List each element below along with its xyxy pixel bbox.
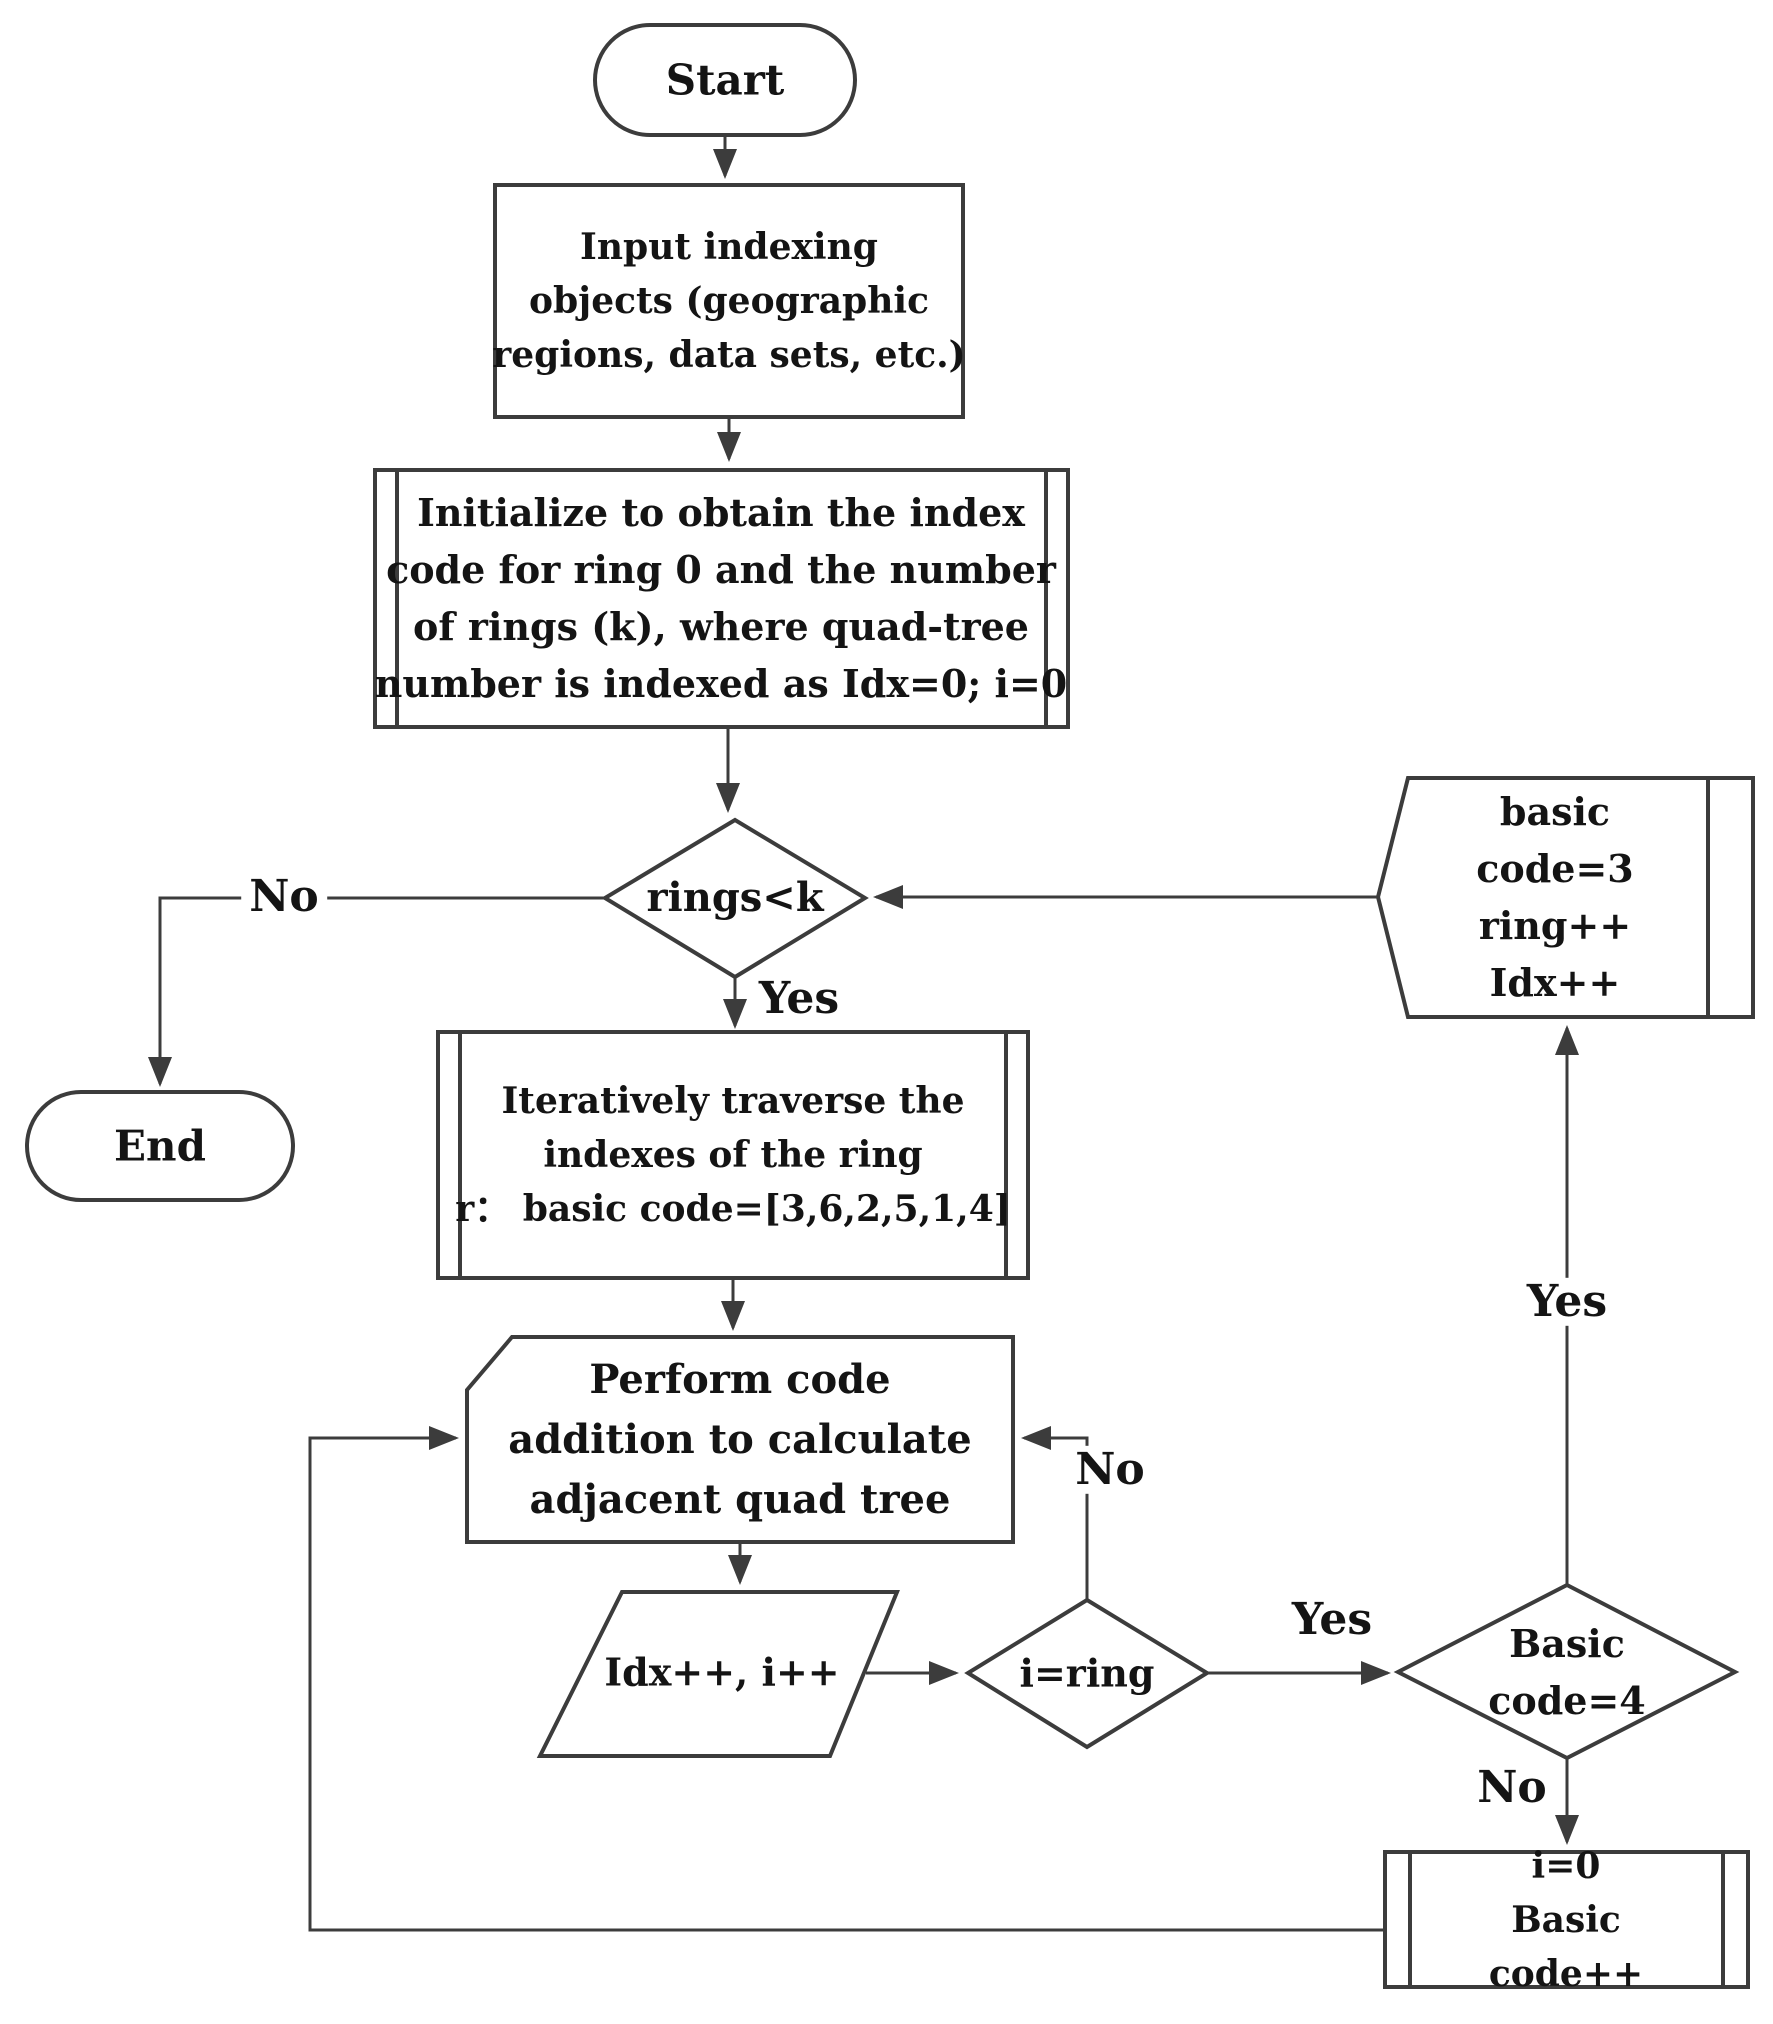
node-reset-i-label: i=0 Basic code++ [1488,1845,1644,1995]
node-reset-i-shape [1383,1850,1750,1989]
edge-label-ring-no: No [1067,1445,1153,1495]
edge-label-basic-no: No [1469,1763,1555,1813]
node-code-addition-shape [465,1335,1015,1544]
node-next-ring-shape [1375,776,1755,1019]
edge-label-ring-yes: Yes [1283,1595,1381,1645]
edge-rings-no-to-end [148,896,605,1087]
node-rings-check-label: rings<k [646,874,824,921]
node-next-ring-label: basic code=3 ring++ Idx++ [1476,789,1634,1005]
node-input-objects-shape [493,183,965,419]
node-end-shape [25,1090,295,1202]
node-iterate-ring-label: Iteratively traverse the indexes of the … [455,1080,1011,1230]
node-start-label: Start [665,55,785,105]
node-code-addition-label: Perform code addition to calculate adjac… [508,1356,972,1523]
node-rings-check-shape [601,817,869,980]
edge-ring-no-to-code-addition [1021,1426,1089,1600]
node-initialize-label: Initialize to obtain the index code for … [374,490,1068,706]
node-start-shape [593,23,857,137]
edge-reset-loop-to-code-addition [308,1426,1385,1932]
edge-label-rings-yes: Yes [750,974,848,1024]
node-ring-check-label: i=ring [1019,1650,1155,1696]
node-basic-code-check-shape [1393,1582,1740,1761]
node-increment-label: Idx++, i++ [604,1649,840,1695]
node-iterate-ring-shape [436,1030,1030,1280]
edge-label-rings-no: No [241,872,327,922]
edge-label-basic-yes: Yes [1518,1277,1616,1327]
node-input-objects-label: Input indexing objects (geographic regio… [492,226,966,376]
node-ring-check-shape [964,1597,1211,1750]
node-end-label: End [114,1121,206,1171]
node-initialize-shape [373,468,1070,729]
node-basic-code-check-label: Basic code=4 [1488,1621,1646,1723]
node-increment-shape [536,1590,900,1758]
